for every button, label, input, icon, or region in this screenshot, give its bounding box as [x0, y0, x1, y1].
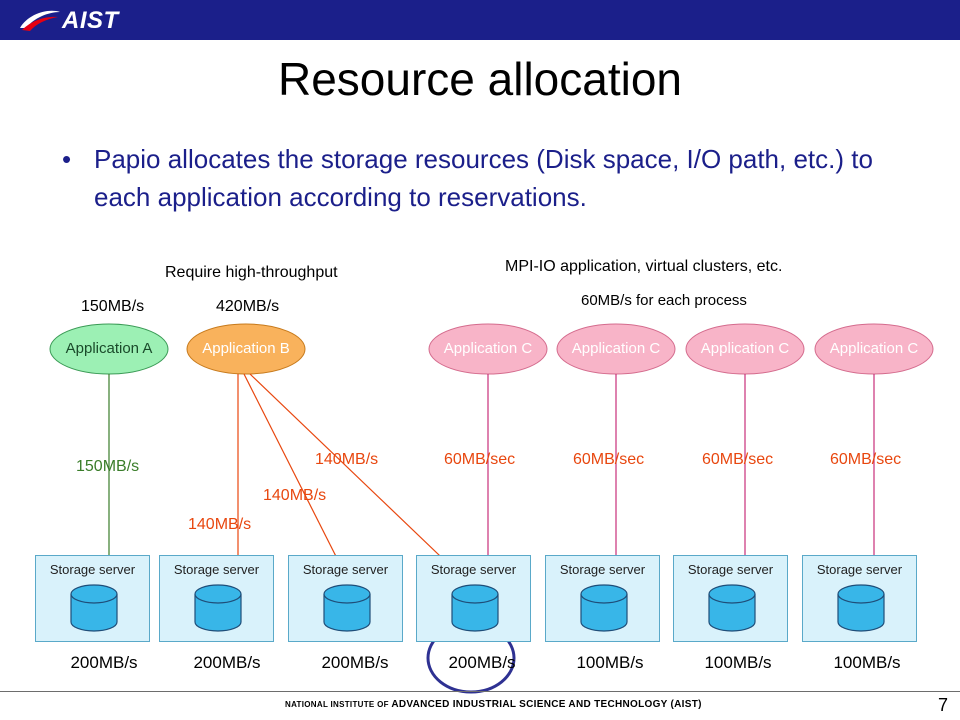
flow-label-b2: 140MB/s: [263, 487, 327, 504]
storage-server: Storage server: [545, 555, 660, 642]
server-capacity: 100MB/s: [833, 653, 901, 672]
app-c1-label: Application C: [443, 340, 533, 357]
server-capacity: 200MB/s: [70, 653, 138, 672]
mpi-label: MPI-IO application, virtual clusters, et…: [505, 258, 783, 275]
flow-label-a: 150MB/s: [76, 458, 140, 475]
app-node-b: [186, 323, 306, 375]
bullet-dot: •: [62, 144, 72, 174]
disk-icon: [451, 584, 499, 632]
storage-server-label: Storage server: [687, 562, 774, 577]
bullet-text: Papio allocates the storage resources (D…: [94, 144, 873, 212]
flow-label-c4: 60MB/sec: [830, 451, 902, 468]
storage-server: Storage server: [802, 555, 917, 642]
page-number: 7: [937, 695, 948, 715]
disk-icon: [837, 584, 885, 632]
app-a-rate: 150MB/s: [81, 298, 145, 315]
storage-server-label: Storage server: [816, 562, 903, 577]
storage-server: Storage server: [35, 555, 150, 642]
disk-icon: [323, 584, 371, 632]
disk-icon: [708, 584, 756, 632]
server-capacity: 200MB/s: [448, 653, 516, 672]
logo-text: AIST: [62, 7, 119, 34]
footer-institute: NATIONAL INSTITUTE OF ADVANCED INDUSTRIA…: [285, 699, 702, 710]
storage-server-label: Storage server: [559, 562, 646, 577]
storage-server: Storage server: [673, 555, 788, 642]
storage-server: Storage server: [159, 555, 274, 642]
aist-swoosh-icon: [20, 10, 60, 31]
storage-server: Storage server: [288, 555, 403, 642]
aist-logo: AIST: [18, 6, 148, 34]
flow-label-c2: 60MB/sec: [573, 451, 645, 468]
app-a-label: Application A: [65, 340, 153, 357]
flow-label-c1: 60MB/sec: [444, 451, 516, 468]
high-throughput-label: Require high-throughput: [165, 264, 338, 281]
bullet-item: • Papio allocates the storage resources …: [62, 140, 902, 216]
app-c3-label: Application C: [700, 340, 790, 357]
disk-icon: [194, 584, 242, 632]
storage-server-label: Storage server: [173, 562, 260, 577]
server-capacity: 200MB/s: [193, 653, 261, 672]
header-bar: AIST: [0, 0, 960, 40]
app-c2-label: Application C: [571, 340, 661, 357]
app-c4-label: Application C: [829, 340, 919, 357]
storage-server-label: Storage server: [302, 562, 389, 577]
storage-server-label: Storage server: [49, 562, 136, 577]
footer-name: ADVANCED INDUSTRIAL SCIENCE AND TECHNOLO…: [391, 699, 702, 710]
disk-icon: [70, 584, 118, 632]
footer-prefix: NATIONAL INSTITUTE OF: [285, 700, 389, 709]
server-capacity: 100MB/s: [704, 653, 772, 672]
per-process-label: 60MB/s for each process: [581, 292, 747, 309]
page-title: Resource allocation: [277, 53, 682, 105]
app-b-label: Application B: [202, 340, 290, 357]
flow-label-c3: 60MB/sec: [702, 451, 774, 468]
server-capacity: 100MB/s: [576, 653, 644, 672]
disk-icon: [580, 584, 628, 632]
footer-divider: [0, 691, 960, 692]
storage-server: Storage server: [416, 555, 531, 642]
storage-server-label: Storage server: [430, 562, 517, 577]
flow-label-b1: 140MB/s: [188, 516, 252, 533]
server-capacity: 200MB/s: [321, 653, 389, 672]
app-b-rate: 420MB/s: [216, 298, 280, 315]
flow-label-b3: 140MB/s: [315, 451, 379, 468]
